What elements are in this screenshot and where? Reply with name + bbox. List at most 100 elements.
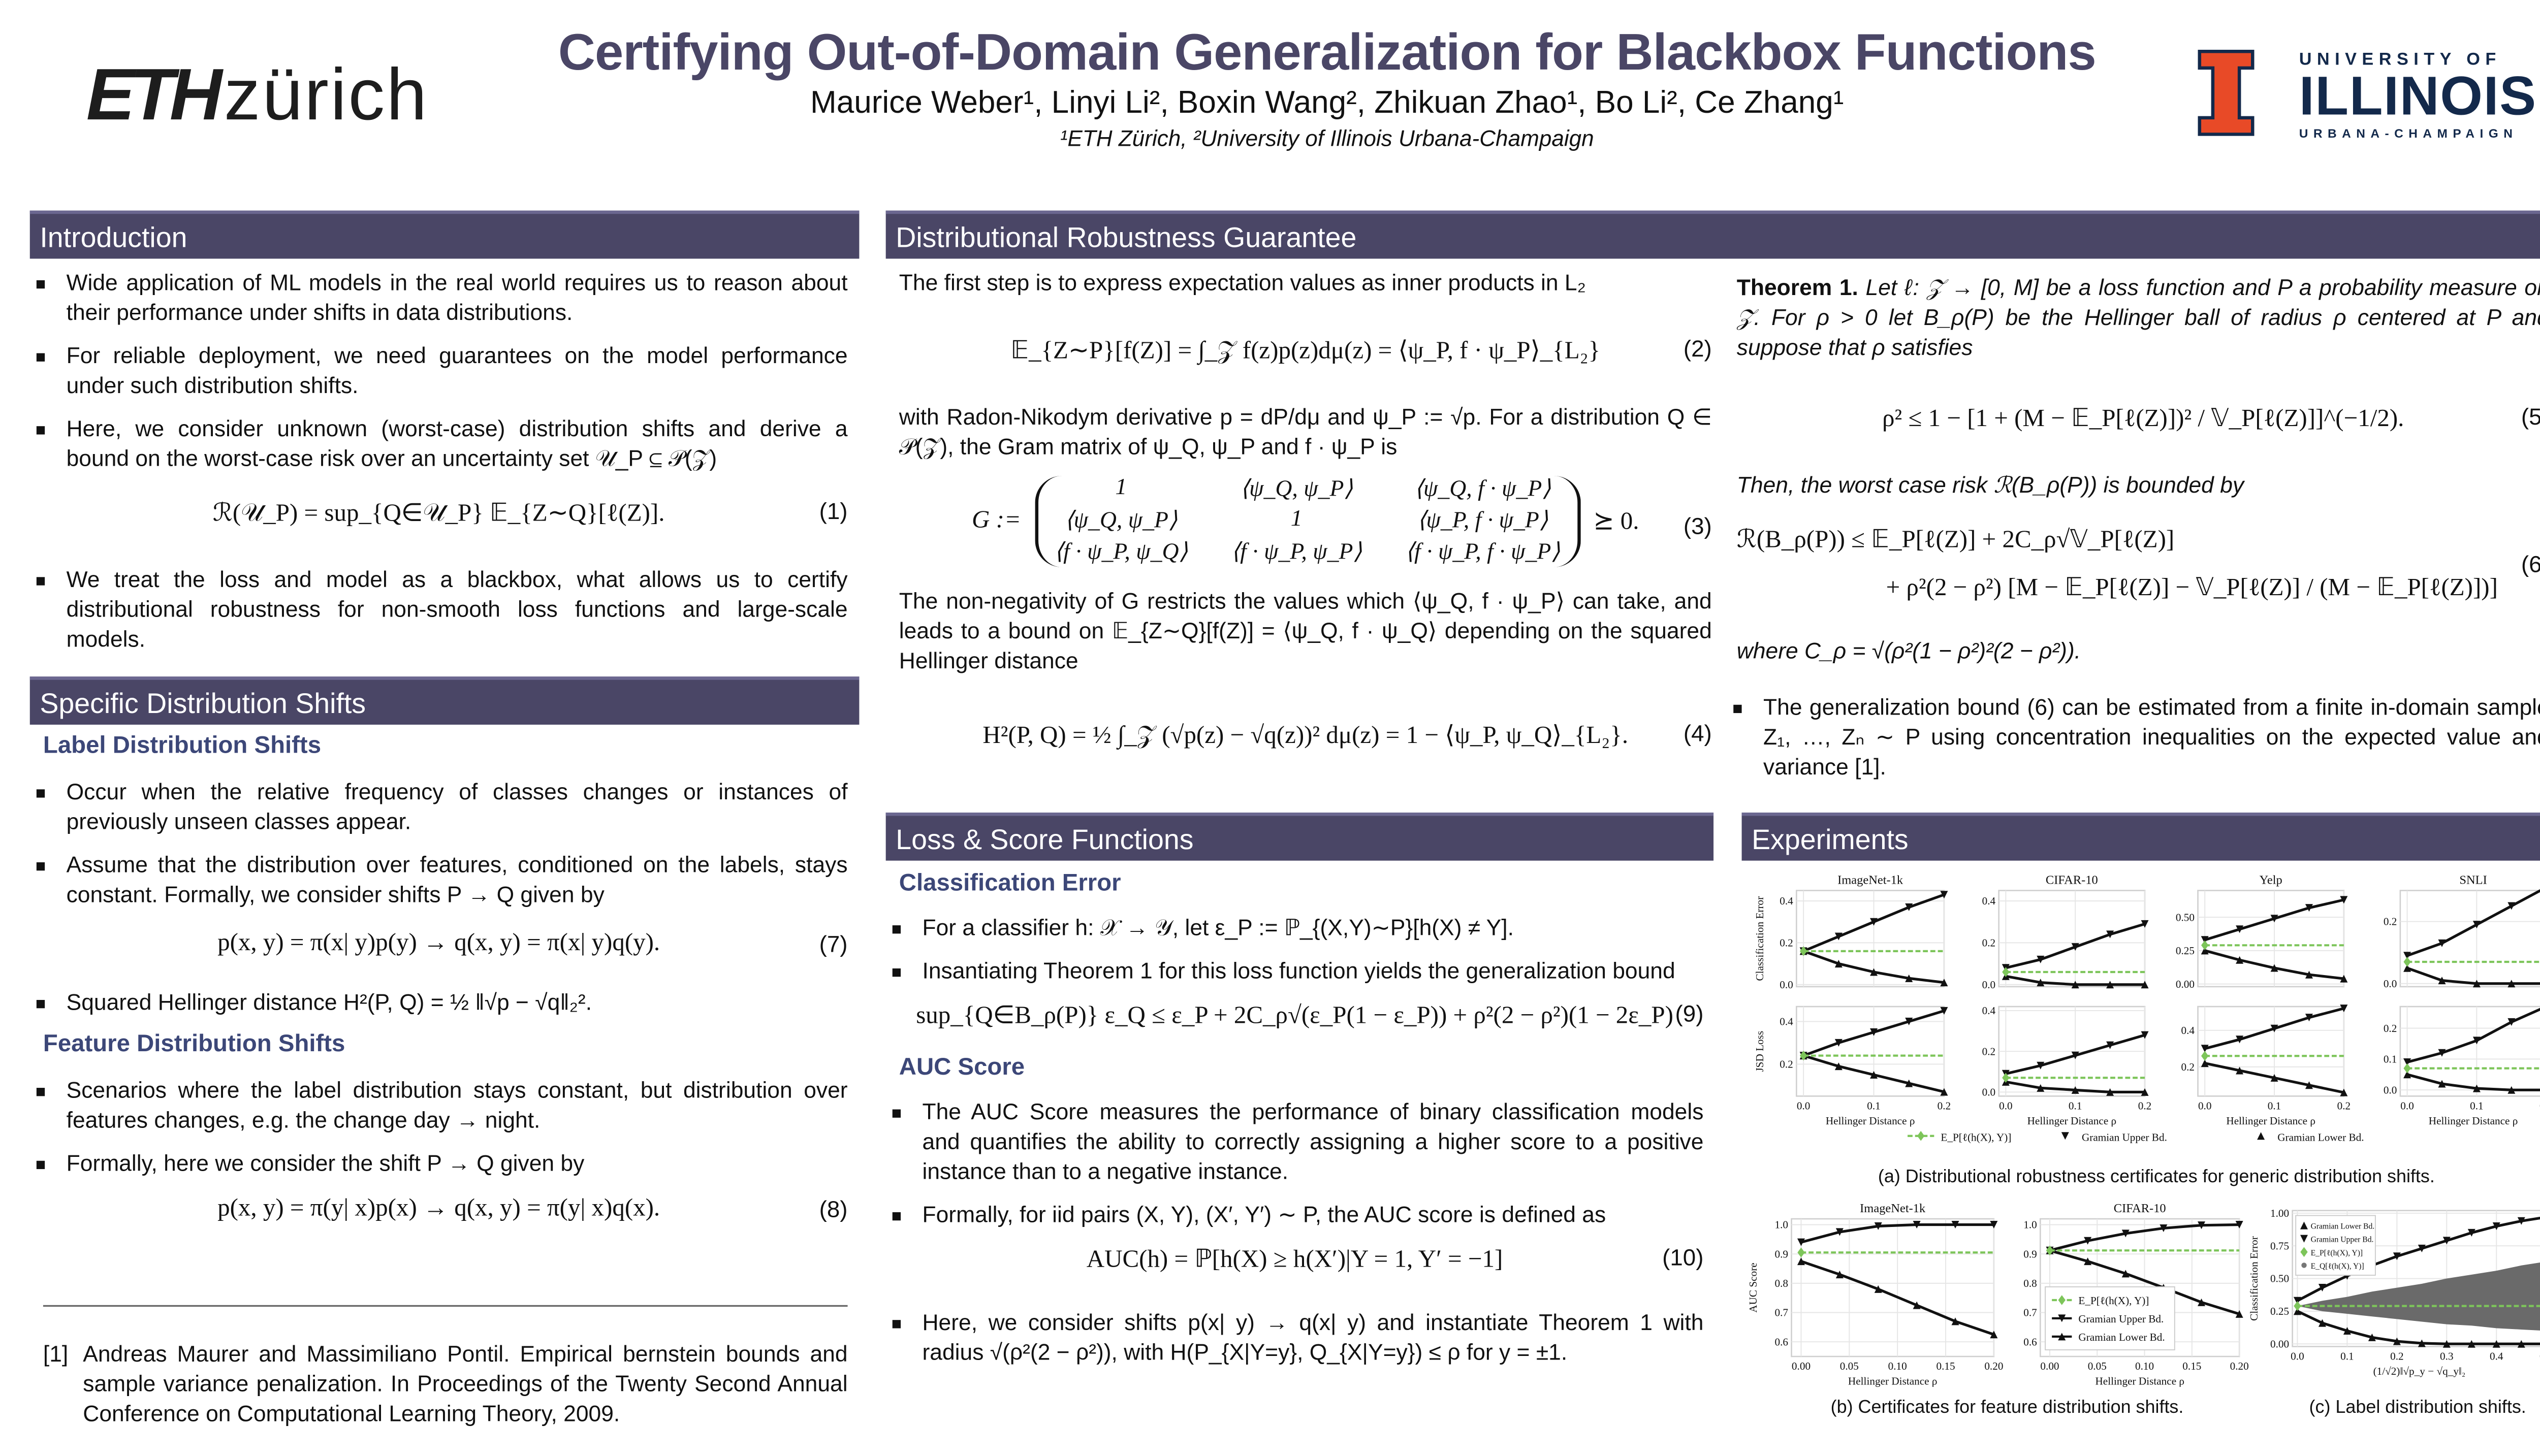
upper-bound-marker (2393, 1252, 2401, 1260)
y-axis-label: AUC Score (1747, 1263, 1759, 1312)
y-tick-label: 0.2 (1780, 937, 1793, 949)
axes-frame (1998, 890, 2146, 988)
section-header-loss-score: Loss & Score Functions (885, 812, 1714, 861)
subplot-title: CIFAR-10 (2046, 873, 2098, 887)
y-tick-label: 0.0 (1982, 1086, 1996, 1098)
lower-bound-marker (2517, 1340, 2525, 1348)
subplot-panel-c-10: 0.00.10.20.30.40.50.000.250.500.751.00Cl… (2248, 1207, 2540, 1377)
paragraph: The first step is to express expectation… (899, 270, 1586, 296)
upper-bound-marker (2084, 1237, 2092, 1245)
x-tick-label: 0.1 (2470, 1099, 2484, 1112)
lower-bound-marker (1940, 979, 1948, 987)
y-tick-label: 0.4 (2181, 1024, 2195, 1037)
upper-bound-marker (2071, 1051, 2079, 1059)
upper-bound-marker (1990, 1221, 1998, 1229)
lower-bound-marker (2084, 1257, 2092, 1266)
equation-8-text: p(x, y) = π(y| x)p(x) → q(x, y) = π(y| x… (217, 1195, 660, 1222)
x-tick-label: 0.2 (2337, 1099, 2351, 1112)
equation-4-text: H²(P, Q) = ½ ∫_𝒵 (√p(z) − √q(z))² dμ(z) … (982, 723, 1629, 750)
paragraph: with Radon-Nikodym derivative p = dP/dμ … (899, 404, 1712, 460)
lower-bound-marker (2318, 1319, 2326, 1327)
x-tick-label: 0.1 (1867, 1099, 1881, 1112)
y-axis-label: JSD Loss (1754, 1031, 1766, 1072)
caption-b: (b) Certificates for feature distributio… (1830, 1398, 2184, 1418)
legend-c: Gramian Lower Bd.Gramian Upper Bd.E_P[ℓ(… (2295, 1215, 2376, 1276)
upper-bound-marker (2236, 925, 2244, 933)
lower-bound-marker (1905, 1079, 1913, 1087)
y-tick-label: 0.2 (1780, 1058, 1793, 1071)
x-tick-label: 0.0 (2198, 1099, 2212, 1112)
theorem-1: Theorem 1. Let ℓ: 𝒵 → [0, M] be a loss f… (1737, 274, 2540, 363)
upper-bound-marker (2270, 915, 2278, 923)
gram-lhs: G := (972, 507, 1021, 534)
upper-bound-marker (2305, 1014, 2313, 1022)
intro-bullet: For reliable deployment, we need guarant… (30, 342, 848, 402)
upper-bound-marker (2236, 1036, 2244, 1044)
illinois-top: UNIVERSITY OF (2299, 49, 2501, 70)
x-tick-label: 0.10 (2135, 1360, 2154, 1372)
lower-bound-marker (2438, 977, 2446, 985)
subplot-title: SNLI (2459, 873, 2487, 887)
x-axis-label: Hellinger Distance ρ (2226, 1115, 2315, 1127)
legend-marker (2300, 1235, 2308, 1243)
y-tick-label: 0.6 (2023, 1336, 2037, 1348)
legend-mean-marker (1917, 1130, 1925, 1141)
x-axis-label: Hellinger Distance ρ (2429, 1115, 2518, 1127)
upper-bound-marker (2305, 904, 2313, 912)
shift-bullet: Scenarios where the label distribution s… (30, 1076, 848, 1136)
equation-7-text: p(x, y) = π(x| y)p(y) → q(x, y) = π(x| y… (217, 930, 660, 957)
shift-bullet: Assume that the distribution over featur… (30, 851, 848, 911)
upper-bound-marker (2340, 896, 2348, 904)
lower-bound-marker (2467, 1340, 2475, 1348)
y-tick-label: 0.0 (2384, 1084, 2397, 1096)
upper-bound-marker (1913, 1221, 1921, 1229)
equation-4: H²(P, Q) = ½ ∫_𝒵 (√p(z) − √q(z))² dμ(z) … (899, 720, 1712, 751)
lower-bound-marker (1870, 1071, 1878, 1079)
equation-number: (4) (1683, 720, 1712, 747)
x-tick-label: 0.2 (2539, 1099, 2540, 1112)
lower-bound-marker (2106, 981, 2114, 989)
subplot-title: Yelp (2260, 873, 2282, 887)
loss-bullet: Insantiating Theorem 1 for this loss fun… (886, 957, 1704, 987)
loss-bullet: Formally, for iid pairs (X, Y), (X′, Y′)… (886, 1201, 1704, 1231)
x-tick-label: 0.00 (2040, 1360, 2059, 1372)
lower-bound-marker (1874, 1285, 1882, 1293)
upper-bound-marker (2318, 1284, 2326, 1292)
upper-bound-marker (2235, 1221, 2243, 1229)
reference-1: [1] Andreas Maurer and Massimiliano Pont… (43, 1340, 848, 1429)
lower-bound-marker (1834, 960, 1843, 968)
upper-bound-marker (2121, 1229, 2130, 1238)
upper-bound-marker (2141, 920, 2149, 928)
eq-scatter-band (2297, 1263, 2540, 1331)
theorem-label: Theorem 1. (1736, 275, 1858, 301)
loss-bullet: For a classifier h: 𝒳 → 𝒴, let ε_P := ℙ_… (886, 914, 1704, 944)
divider (43, 1305, 848, 1307)
x-tick-label: 0.5 (2539, 1350, 2540, 1363)
equation-9: sup_{Q∈B_ρ(P)} ε_Q ≤ ε_P + 2C_ρ√(ε_P(1 −… (886, 1000, 1703, 1031)
equation-6: ℛ(B_ρ(P)) ≤ 𝔼_P[ℓ(Z)] + 2C_ρ√𝕍_P[ℓ(Z)] +… (1737, 524, 2540, 604)
y-tick-label: 0.00 (2176, 978, 2195, 990)
lower-bound-marker (1870, 968, 1878, 976)
legend-label: E_P[ℓ(h(X), Y)] (2078, 1295, 2149, 1307)
mean-marker (2403, 957, 2411, 967)
upper-bound-marker (1835, 1228, 1844, 1236)
y-tick-label: 0.2 (1982, 1045, 1996, 1057)
lower-bound-marker (1951, 1317, 1959, 1325)
caption-c: (c) Label distribution shifts. (2309, 1398, 2526, 1418)
equation-3: G := 1 ⟨ψ_Q, ψ_P⟩ ⟨ψ_Q, f · ψ_P⟩ ⟨ψ_Q, ψ… (899, 476, 1712, 567)
loss-bullet: The AUC Score measures the performance o… (886, 1098, 1703, 1187)
upper-bound-line (2049, 1223, 2240, 1252)
x-axis-label: Hellinger Distance ρ (1848, 1375, 1938, 1387)
affiliations: ¹ETH Zürich, ²University of Illinois Urb… (1060, 126, 1594, 151)
reference-number: [1] (43, 1341, 69, 1367)
y-tick-label: 0.1 (2384, 1053, 2397, 1065)
upper-bound-marker (2037, 955, 2045, 963)
lower-bound-marker (2236, 1066, 2244, 1075)
lower-bound-marker (2037, 1084, 2045, 1092)
lower-bound-marker (2270, 964, 2278, 972)
equation-number: (3) (1683, 512, 1712, 539)
upper-bound-marker (2340, 1005, 2348, 1013)
illinois-logo: UNIVERSITY OF ILLINOIS URBANA-CHAMPAIGN (2299, 50, 2537, 141)
equation-number: (8) (819, 1195, 848, 1222)
